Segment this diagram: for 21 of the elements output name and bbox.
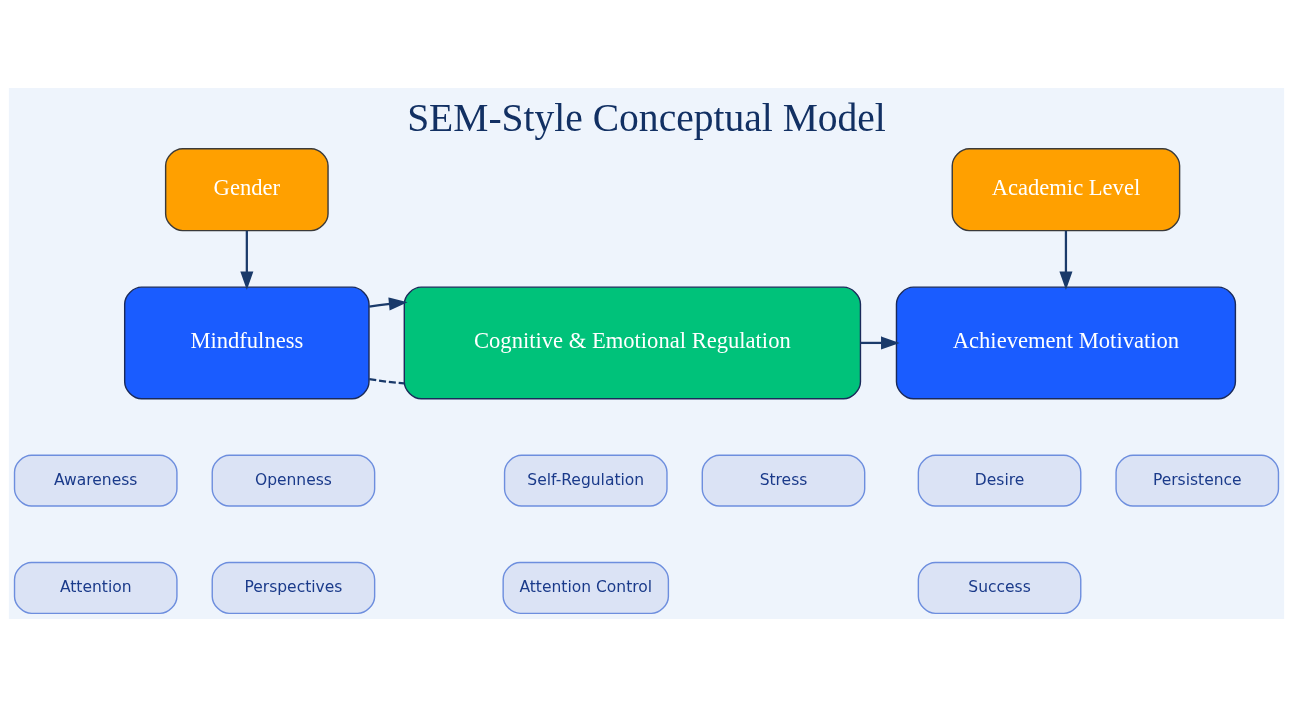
node-box: Attention Control [502, 561, 670, 615]
node-box: Desire [917, 454, 1082, 507]
node-box: Self-Regulation [503, 454, 668, 507]
diagram-title: SEM-Style Conceptual Model [407, 95, 886, 140]
connector [369, 378, 405, 385]
node-box: Stress [701, 454, 866, 507]
arrow [369, 297, 408, 311]
node-box: Success [917, 561, 1082, 615]
node-box: Awareness [13, 454, 178, 507]
node-box: Attention [13, 561, 178, 615]
arrow [860, 336, 900, 350]
node-box: Academic Level [951, 148, 1181, 232]
node-box: Mindfulness [123, 286, 370, 400]
arrow [1059, 231, 1073, 291]
node-box: Persistence [1115, 454, 1280, 507]
node-box: Achievement Motivation [895, 286, 1237, 400]
arrow [240, 231, 254, 291]
node-box: Cognitive & Emotional Regulation [403, 286, 862, 400]
node-box: Gender [164, 148, 329, 232]
node-box: Perspectives [211, 561, 376, 615]
node-box: Openness [211, 454, 376, 507]
